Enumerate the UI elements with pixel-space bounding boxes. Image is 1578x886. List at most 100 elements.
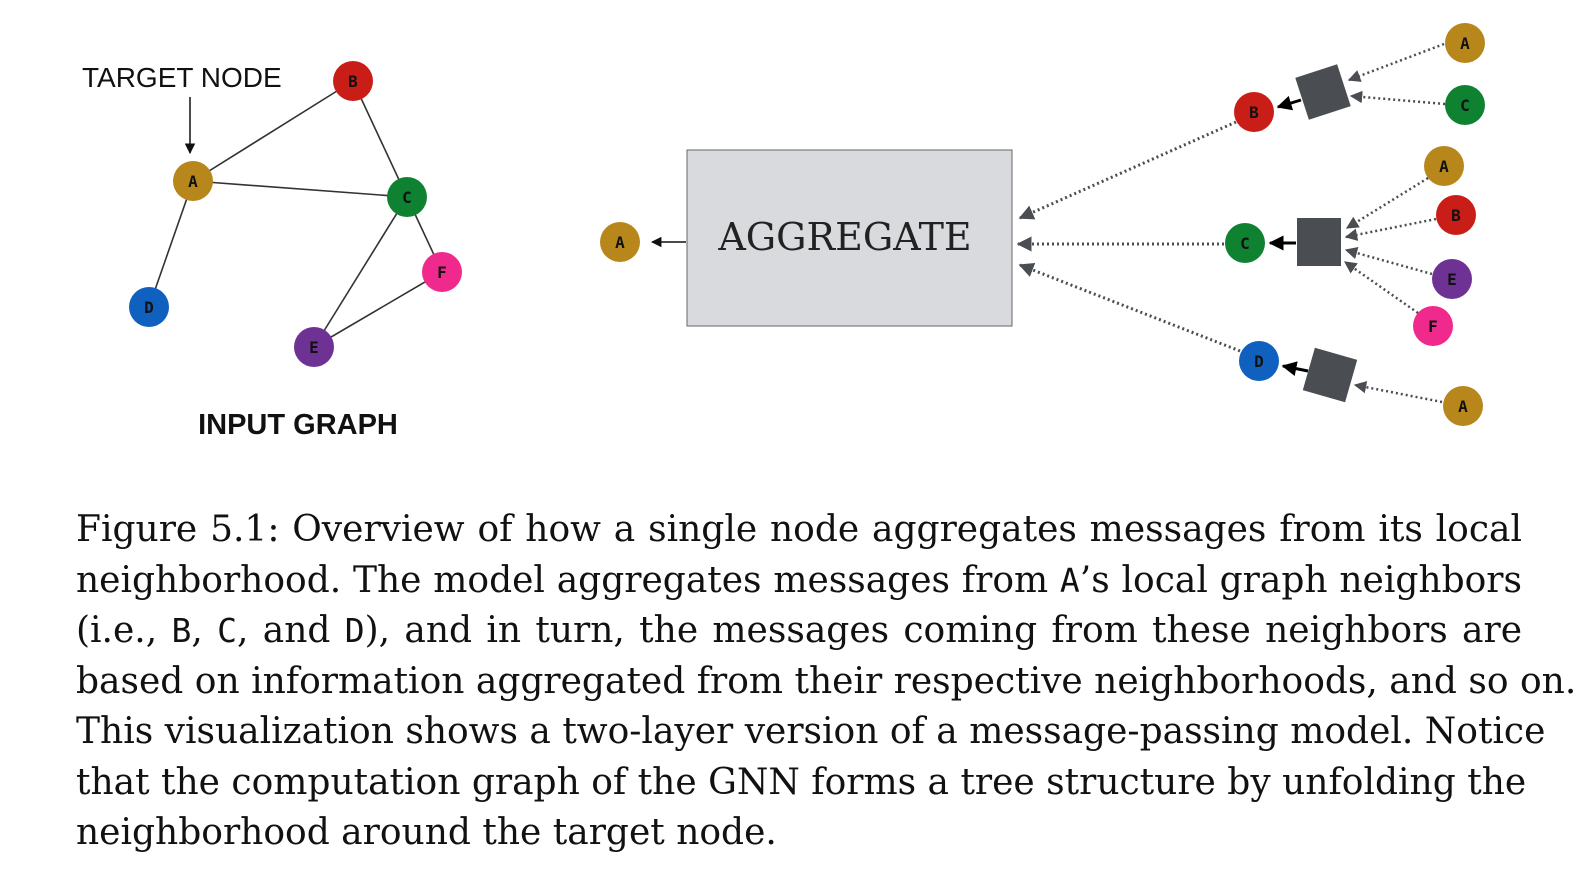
caption-line: based on information aggregated from the… (76, 657, 1576, 708)
node-label: B (1249, 103, 1259, 122)
node-circle (1445, 85, 1485, 125)
arrow-d-to-aggregate (1018, 262, 1241, 353)
node-circle (600, 222, 640, 262)
layer2-message-arrows (1343, 42, 1446, 404)
layer1-node-d: D (1239, 341, 1279, 381)
caption-text: , (191, 610, 218, 651)
node-circle (1225, 223, 1265, 263)
layer2-node-b-c: B (1436, 195, 1476, 235)
arrow-agg-to-d (1281, 361, 1309, 377)
layer2-node-a-c: A (1424, 146, 1464, 186)
input-node-d: D (129, 287, 169, 327)
caption-line: neighborhood. The model aggregates messa… (76, 556, 1522, 607)
computation-graph: A AGGREGATE (600, 23, 1485, 426)
arrow-l2-a-to-b (1347, 42, 1445, 82)
target-node-label: TARGET NODE (82, 62, 282, 93)
input-node-e: E (294, 327, 334, 367)
layer2-node-e-c: E (1432, 259, 1472, 299)
node-label: E (1447, 270, 1457, 289)
aggregate-rect (686, 149, 1013, 327)
aggregator-square-c (1297, 218, 1341, 266)
node-circle (173, 161, 213, 201)
node-label: F (437, 263, 447, 282)
input-node-b: B (333, 61, 373, 101)
caption-line: Figure 5.1: Overview of how a single nod… (76, 505, 1522, 556)
arrow-l2-b-to-c (1344, 217, 1437, 241)
caption-line: that the computation graph of the GNN fo… (76, 758, 1526, 809)
layer1-node-b: B (1234, 92, 1274, 132)
aggregator-square-b (1295, 64, 1351, 120)
node-circle (1424, 146, 1464, 186)
node-label: B (1451, 206, 1461, 225)
caption-code-node: A (1059, 560, 1080, 600)
node-label: A (615, 233, 625, 252)
node-label: D (144, 298, 154, 317)
edge-b-c (352, 80, 408, 198)
node-label: D (1254, 352, 1264, 371)
aggregator-squares (1295, 64, 1358, 403)
arrow-l2-a-to-c (1345, 176, 1429, 230)
caption-text: based on information aggregated from the… (76, 660, 1577, 702)
caption-line: (i.e., B, C, and D), and in turn, the me… (76, 606, 1522, 657)
node-circle (1234, 92, 1274, 132)
input-node-c: C (387, 177, 427, 217)
input-graph: TARGET NODE A B C D E F INPUT GRAPH (82, 61, 462, 441)
aggregate-box: AGGREGATE (686, 149, 1013, 327)
node-circle (1432, 259, 1472, 299)
layer2-node-f-c: F (1413, 306, 1453, 346)
caption-code-node: B (171, 611, 192, 650)
layer2-node-a-d: A (1443, 386, 1483, 426)
arrow-l2-c-to-b (1349, 90, 1446, 106)
node-circle (1436, 195, 1476, 235)
caption-text: neighborhood. The model aggregates messa… (76, 559, 1060, 601)
node-label: C (402, 188, 412, 207)
figure-caption: Figure 5.1: Overview of how a single nod… (76, 505, 1576, 859)
caption-text: ’s local graph neighbors (1079, 559, 1522, 601)
input-graph-title: INPUT GRAPH (198, 409, 398, 441)
node-label: F (1428, 317, 1438, 336)
arrow-b-to-aggregate (1018, 120, 1237, 220)
caption-text: , and (237, 610, 345, 651)
node-label: E (309, 338, 319, 357)
node-circle (1413, 306, 1453, 346)
node-circle (1445, 23, 1485, 63)
node-circle (1239, 341, 1279, 381)
caption-text: This visualization shows a two-layer ver… (76, 711, 1546, 752)
node-circle (333, 61, 373, 101)
figure-diagram: TARGET NODE A B C D E F INPUT GRAPH (82, 23, 1485, 441)
edge-e-f (313, 271, 443, 348)
aggregator-square-d (1302, 347, 1358, 403)
layer1-node-c: C (1225, 223, 1265, 263)
edge-a-b (192, 80, 354, 182)
caption-line: neighborhood around the target node. (76, 808, 1522, 859)
caption-text: Figure 5.1: Overview of how a single nod… (76, 509, 1522, 550)
input-node-f: F (422, 252, 462, 292)
edge-c-e (313, 196, 408, 348)
edge-a-c (192, 180, 408, 198)
layer2-node-c-b: C (1445, 85, 1485, 125)
aggregator-output-arrows (1268, 95, 1309, 377)
node-label: A (1460, 34, 1470, 53)
edge-a-d (148, 180, 194, 308)
node-label: C (1460, 96, 1470, 115)
layer2-node-a-b: A (1445, 23, 1485, 63)
arrow-l2-a-to-d (1353, 381, 1443, 404)
node-label: B (348, 72, 358, 91)
layer1-message-arrows (1016, 120, 1241, 353)
node-label: A (1458, 397, 1468, 416)
caption-line: This visualization shows a two-layer ver… (76, 707, 1545, 758)
caption-text: neighborhood around the target node. (76, 812, 777, 853)
node-label: C (1240, 234, 1250, 253)
caption-code-node: C (217, 611, 237, 650)
arrow-l2-e-to-c (1344, 247, 1433, 276)
aggregate-label: AGGREGATE (717, 215, 971, 259)
input-node-a: A (173, 161, 213, 201)
caption-code-node: D (344, 611, 365, 650)
caption-text: (i.e., (76, 610, 172, 651)
caption-text: that the computation graph of the GNN fo… (76, 761, 1527, 803)
node-circle (129, 287, 169, 327)
caption-text: ), and in turn, the messages coming from… (364, 610, 1522, 651)
node-circle (422, 252, 462, 292)
node-circle (1443, 386, 1483, 426)
node-circle (387, 177, 427, 217)
